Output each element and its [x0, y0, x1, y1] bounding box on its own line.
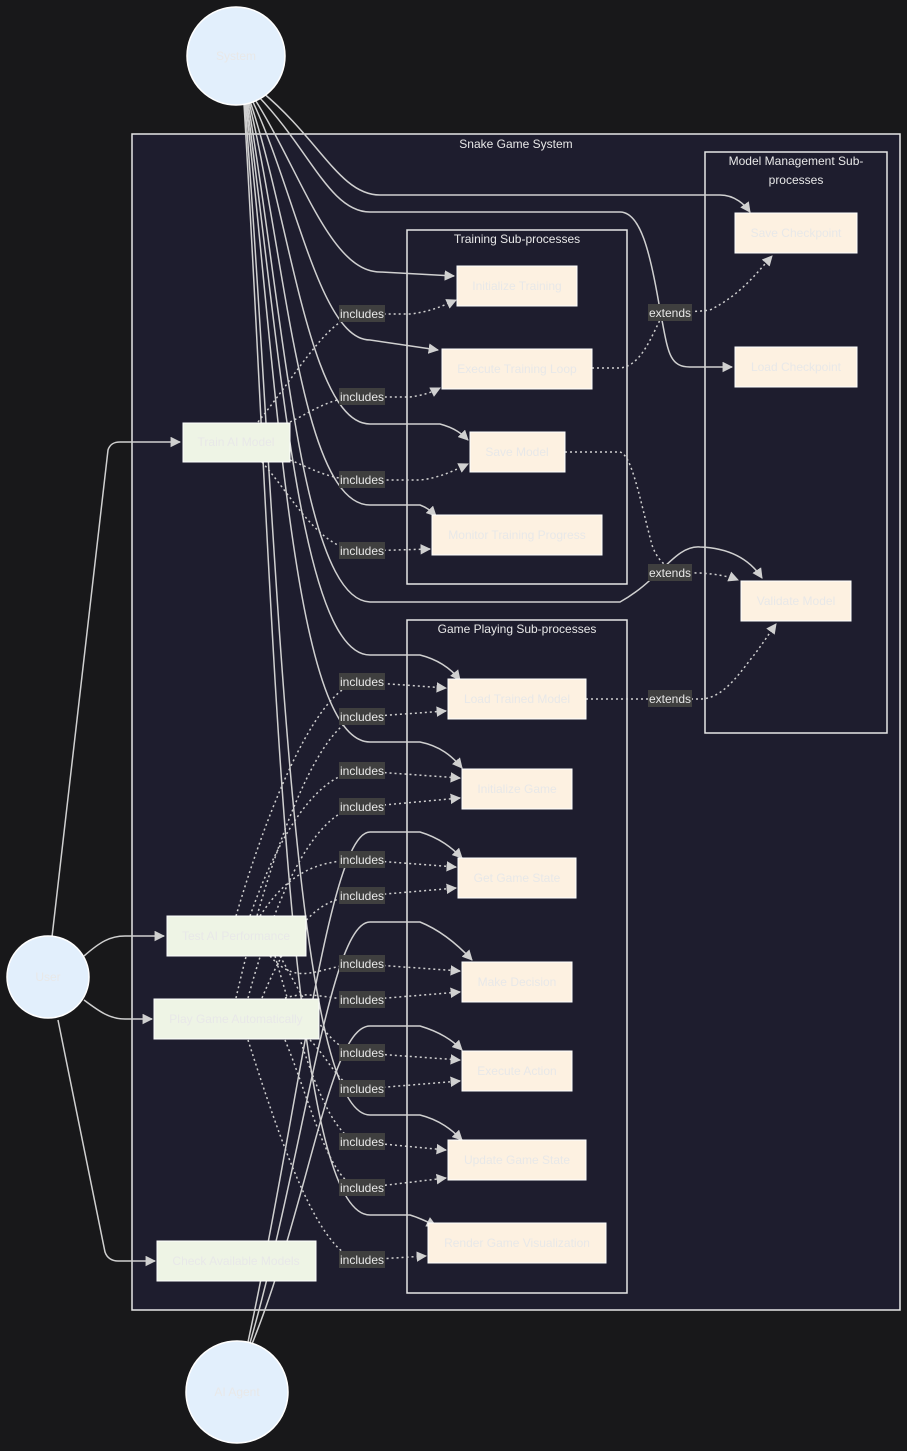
- actor-system-label: System: [216, 49, 256, 63]
- node-execute-training-loop[interactable]: Execute Training Loop: [441, 348, 593, 390]
- svg-text:includes: includes: [340, 473, 384, 487]
- edge-label-extends-2: extends: [648, 564, 692, 581]
- edge-label-includes-9: includes: [339, 851, 385, 868]
- svg-text:includes: includes: [340, 675, 384, 689]
- edge-label-includes-3: includes: [339, 471, 385, 488]
- svg-text:includes: includes: [340, 307, 384, 321]
- usecase-play-game-automatically[interactable]: Play Game Automatically: [153, 998, 320, 1040]
- edge-label-includes-8: includes: [339, 798, 385, 815]
- node-load-trained-model[interactable]: Load Trained Model: [447, 678, 587, 720]
- node-execute-action-label: Execute Action: [477, 1064, 556, 1078]
- game-playing-group-title: Game Playing Sub-processes: [438, 622, 597, 636]
- edge-label-includes-17: includes: [339, 1251, 385, 1268]
- node-validate-model-label: Validate Model: [757, 594, 836, 608]
- svg-text:includes: includes: [340, 853, 384, 867]
- snake-game-system-title: Snake Game System: [459, 137, 572, 151]
- actor-ai-agent-label: AI Agent: [214, 1385, 260, 1399]
- svg-text:includes: includes: [340, 993, 384, 1007]
- edge-label-includes-5: includes: [339, 673, 385, 690]
- usecase-test-ai-performance[interactable]: Test AI Performance: [166, 915, 307, 957]
- svg-text:extends: extends: [649, 566, 691, 580]
- node-update-game-state[interactable]: Update Game State: [447, 1139, 587, 1181]
- node-render-game-visualization-label: Render Game Visualization: [444, 1236, 590, 1250]
- node-initialize-training[interactable]: Initialize Training: [456, 265, 578, 307]
- node-save-checkpoint-label: Save Checkpoint: [751, 226, 842, 240]
- usecase-check-available-models[interactable]: Check Available Models: [156, 1240, 317, 1282]
- usecase-test-ai-performance-label: Test AI Performance: [182, 929, 290, 943]
- svg-text:includes: includes: [340, 764, 384, 778]
- svg-text:includes: includes: [340, 889, 384, 903]
- actor-ai-agent[interactable]: AI Agent: [185, 1340, 289, 1444]
- node-execute-action[interactable]: Execute Action: [461, 1050, 573, 1092]
- node-render-game-visualization[interactable]: Render Game Visualization: [427, 1222, 607, 1264]
- node-load-checkpoint-label: Load Checkpoint: [751, 360, 842, 374]
- model-management-title-line2: processes: [769, 173, 824, 187]
- edge-label-includes-1: includes: [339, 305, 385, 322]
- svg-text:includes: includes: [340, 957, 384, 971]
- node-get-game-state[interactable]: Get Game State: [457, 857, 577, 899]
- node-save-model-label: Save Model: [485, 445, 548, 459]
- svg-text:includes: includes: [340, 1082, 384, 1096]
- edge-label-includes-15: includes: [339, 1133, 385, 1150]
- node-load-checkpoint[interactable]: Load Checkpoint: [734, 346, 858, 388]
- node-make-decision-label: Make Decision: [478, 975, 557, 989]
- svg-text:extends: extends: [649, 306, 691, 320]
- edge-label-extends-1: extends: [648, 304, 692, 321]
- edge-label-includes-13: includes: [339, 1044, 385, 1061]
- user-association-edges: [51, 436, 182, 1267]
- svg-text:includes: includes: [340, 544, 384, 558]
- edge-label-includes-10: includes: [339, 887, 385, 904]
- node-make-decision[interactable]: Make Decision: [461, 961, 573, 1003]
- usecase-play-game-automatically-label: Play Game Automatically: [169, 1012, 302, 1026]
- node-monitor-training-progress[interactable]: Monitor Training Progress: [431, 514, 603, 556]
- edge-label-extends-3: extends: [648, 690, 692, 707]
- actor-user[interactable]: User: [6, 935, 90, 1019]
- node-initialize-game[interactable]: Initialize Game: [461, 768, 573, 810]
- edge-label-includes-12: includes: [339, 991, 385, 1008]
- node-save-checkpoint[interactable]: Save Checkpoint: [734, 212, 858, 254]
- actor-user-label: User: [35, 970, 60, 984]
- node-save-model[interactable]: Save Model: [469, 431, 566, 473]
- usecase-train-ai-model-label: Train AI Model: [198, 435, 275, 449]
- edge-label-includes-2: includes: [339, 388, 385, 405]
- edge-label-includes-11: includes: [339, 955, 385, 972]
- node-validate-model[interactable]: Validate Model: [740, 580, 852, 622]
- edge-label-includes-7: includes: [339, 762, 385, 779]
- svg-text:includes: includes: [340, 1181, 384, 1195]
- svg-text:includes: includes: [340, 1135, 384, 1149]
- training-group-title: Training Sub-processes: [454, 232, 580, 246]
- edge-label-includes-6: includes: [339, 708, 385, 725]
- node-get-game-state-label: Get Game State: [474, 871, 561, 885]
- svg-text:includes: includes: [340, 1253, 384, 1267]
- node-initialize-game-label: Initialize Game: [477, 782, 557, 796]
- svg-text:includes: includes: [340, 800, 384, 814]
- svg-text:extends: extends: [649, 692, 691, 706]
- node-monitor-training-progress-label: Monitor Training Progress: [448, 528, 585, 542]
- node-initialize-training-label: Initialize Training: [472, 279, 561, 293]
- edge-label-includes-4: includes: [339, 542, 385, 559]
- edge-label-includes-16: includes: [339, 1179, 385, 1196]
- actor-system[interactable]: System: [186, 6, 286, 106]
- usecase-train-ai-model[interactable]: Train AI Model: [182, 422, 291, 463]
- svg-text:includes: includes: [340, 710, 384, 724]
- usecase-check-available-models-label: Check Available Models: [172, 1254, 299, 1268]
- node-execute-training-loop-label: Execute Training Loop: [457, 362, 577, 376]
- edge-label-includes-14: includes: [339, 1080, 385, 1097]
- model-management-title-line1: Model Management Sub-: [729, 154, 864, 168]
- svg-text:includes: includes: [340, 1046, 384, 1060]
- svg-text:includes: includes: [340, 390, 384, 404]
- node-update-game-state-label: Update Game State: [464, 1153, 570, 1167]
- game-playing-group: Game Playing Sub-processes: [406, 619, 628, 1294]
- node-load-trained-model-label: Load Trained Model: [464, 692, 570, 706]
